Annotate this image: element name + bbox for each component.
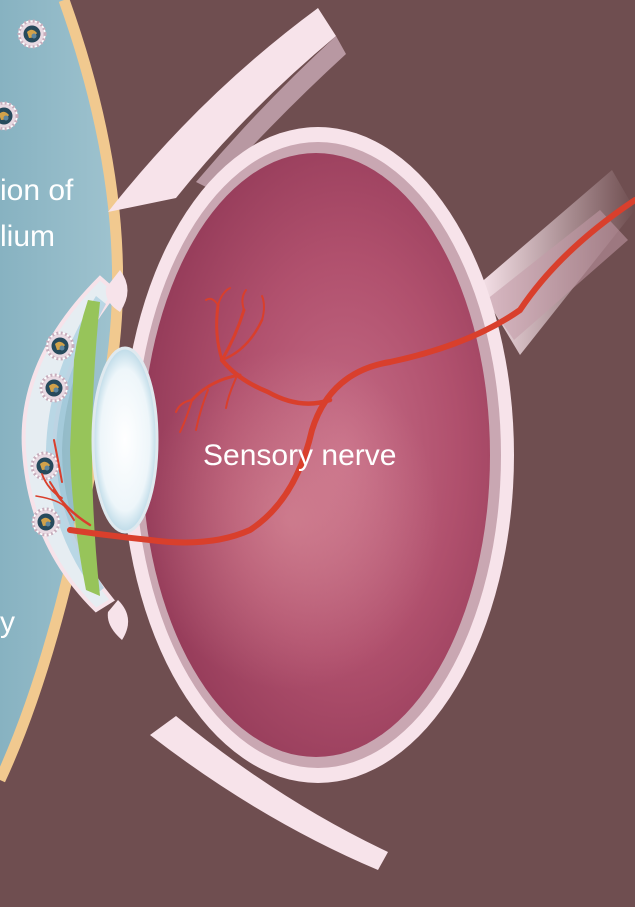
virus-particle-icon — [19, 21, 45, 47]
virus-particle-icon — [41, 375, 67, 401]
virus-particle-icon — [0, 103, 17, 129]
panel-label-line-3: y — [0, 606, 15, 639]
panel-label-line-2: lium — [0, 220, 55, 253]
virus-particle-icon — [32, 453, 58, 479]
panel-label-line-1: ion of — [0, 174, 74, 207]
virus-particle-icon — [33, 509, 59, 535]
virus-particle-icon — [47, 333, 73, 359]
lens — [93, 348, 157, 532]
sensory-nerve-label: Sensory nerve — [203, 439, 396, 472]
